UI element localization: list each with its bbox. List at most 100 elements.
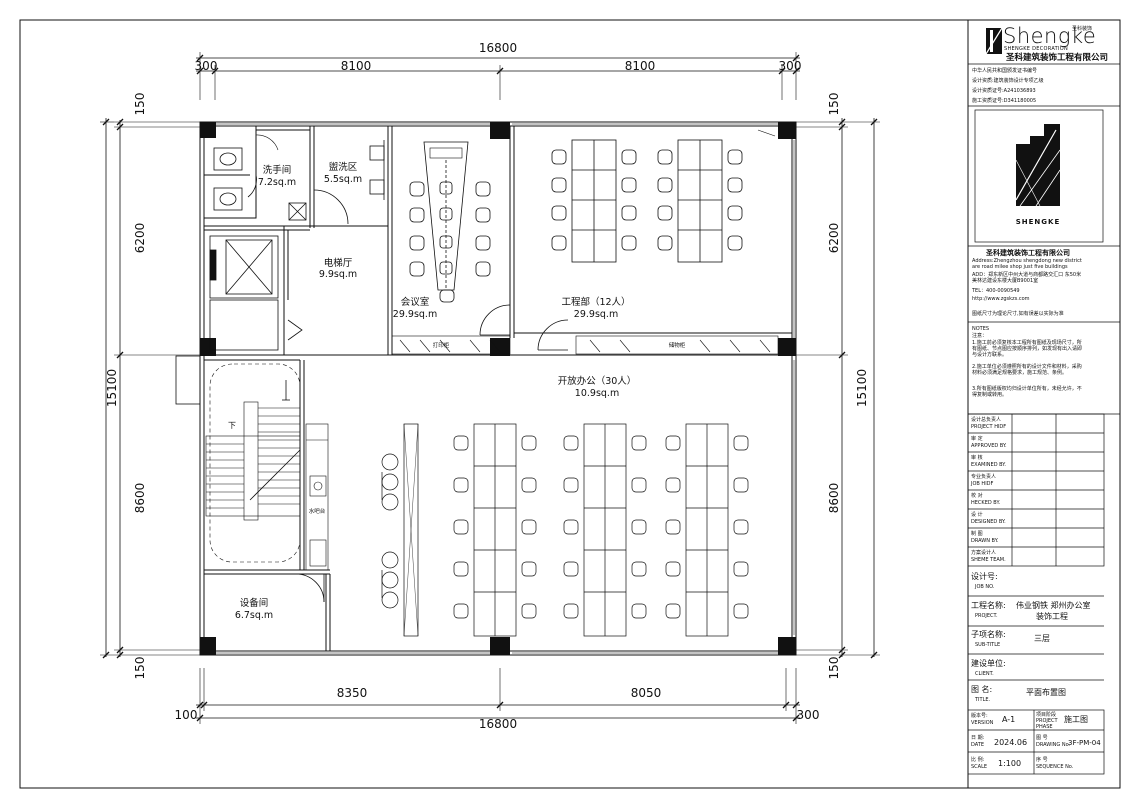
dim-left-3: 15100 — [105, 369, 119, 407]
design-no-label: 设计号: — [971, 572, 998, 581]
dim-bottom-3: 8050 — [631, 686, 662, 700]
date-en: DATE — [971, 742, 985, 748]
sign-row-cn: 设 计 — [971, 512, 983, 518]
room-restroom-name: 洗手间 — [263, 164, 292, 176]
dim-left-2: 6200 — [133, 223, 147, 254]
interior-walls — [203, 125, 792, 651]
dim-right-5: 150 — [827, 657, 841, 680]
shengke-logo-icon — [985, 27, 1003, 55]
dim-top-1: 300 — [195, 59, 218, 73]
room-equipment-name: 设备间 — [240, 597, 269, 609]
room-open-office-name: 开放办公（30人） — [558, 375, 637, 387]
room-washing-area: 5.5sq.m — [324, 174, 362, 185]
top-dimension — [196, 52, 800, 100]
phase-label: 项目阶段 — [1036, 712, 1057, 718]
sign-row-en: DESIGNED BY. — [971, 519, 1006, 525]
note-1: 1.施工前必须复核本工程所有图纸及现场尺寸，所有图纸、节点图应按顺序排列，如发现… — [972, 340, 1083, 358]
sign-row-cn: 专业负责人 — [971, 474, 997, 480]
note-2: 2.施工单位必须遵照所有的设计文件和材料，采购材料必须满足规格要求，施工规范、条… — [972, 364, 1082, 376]
drawing-title-en: TITLE. — [975, 697, 991, 703]
open-office-furniture — [381, 423, 749, 637]
sequence-en: SEQUENCE No. — [1036, 764, 1074, 770]
left-dimension — [100, 118, 200, 659]
engineering-furniture — [537, 129, 776, 351]
sign-row-en: SHEME TEAM. — [971, 557, 1006, 563]
drawing-no-value: 3F-PM-04 — [1068, 739, 1101, 747]
balcony — [175, 355, 201, 405]
address-cn: ADD：郑东新区中州大道与商都路交汇口 东50米美林达建设东楼大厦B9001室 — [972, 272, 1082, 284]
dim-top-2: 8100 — [341, 59, 372, 73]
sign-row-cn: 方案设计人 — [971, 550, 997, 556]
subtitle-en: SUB-TITLE — [975, 642, 1001, 648]
client-label: 建设单位: — [971, 659, 1006, 668]
dim-right-2: 6200 — [827, 223, 841, 254]
notes-subtitle: 注意： — [972, 333, 988, 339]
sign-row-cn: 审 定 — [971, 436, 983, 442]
room-washing-name: 盥洗区 — [329, 161, 358, 173]
dim-bottom-2: 8350 — [337, 686, 368, 700]
room-equipment-area: 6.7sq.m — [235, 610, 273, 621]
project-label: 工程名称: — [971, 601, 1006, 610]
dim-left-4: 8600 — [133, 483, 147, 514]
svg-text:SHENGKE: SHENGKE — [1016, 218, 1061, 226]
cert-line-1: 设计资质:建筑装饰设计专项乙级 — [972, 78, 1044, 84]
brand-subtitle: SHENGKE DECORATION — [1004, 46, 1069, 52]
date-value: 2024.06 — [994, 738, 1028, 747]
drawing-title-label: 图 名: — [971, 685, 993, 694]
company-name: 圣科建筑装饰工程有限公司 — [1006, 53, 1109, 63]
columns — [200, 122, 796, 655]
contact-company: 圣科建筑装饰工程有限公司 — [986, 249, 1070, 257]
toilet-fixtures — [213, 134, 385, 225]
label-cabinet-print: 打印柜 — [433, 341, 450, 349]
sheet-border — [19, 19, 1121, 789]
dim-bottom-total: 16800 — [479, 717, 517, 731]
project-en: PROJECT. — [975, 613, 998, 619]
room-engineering-name: 工程部（12人） — [561, 296, 630, 308]
sign-row-en: HECKED BY. — [971, 500, 1001, 506]
subtitle-label: 子项名称: — [971, 630, 1006, 639]
room-meeting-name: 会议室 — [401, 296, 430, 308]
design-no-en: JOB NO. — [975, 584, 995, 590]
dim-bottom-4: 300 — [797, 708, 820, 722]
contact-web: http://www.zgskzs.com — [972, 296, 1030, 302]
room-lobby-area: 9.9sq.m — [319, 269, 357, 280]
title-block-grid — [967, 63, 1120, 775]
dim-top-total: 16800 — [479, 41, 517, 55]
sign-row-cn: 校 对 — [971, 493, 983, 499]
contact-tel: TEL：400-0090549 — [972, 288, 1020, 294]
sign-row-cn: 制 图 — [971, 531, 983, 537]
dim-right-4: 8600 — [827, 483, 841, 514]
sign-row-en: DRAWN BY. — [971, 538, 999, 544]
version-en: VERSION — [971, 720, 994, 726]
project-value-1: 伟业钢铁 郑州办公室 — [1016, 601, 1091, 610]
scale-value: 1:100 — [998, 759, 1022, 768]
sign-row-cn: 设计总负责人 — [971, 417, 1002, 423]
room-open-office-area: 10.9sq.m — [575, 388, 619, 399]
staircase — [205, 363, 301, 563]
dim-right-1: 150 — [827, 93, 841, 116]
bottom-dimension — [196, 668, 800, 724]
drawing-no-label: 图 号 — [1036, 735, 1048, 741]
version-value: A-1 — [1002, 715, 1016, 724]
sequence-label: 序 号 — [1036, 757, 1048, 763]
label-water-bar: 水吧台 — [309, 507, 326, 515]
note-3: 3.所有图纸版权均归设计单位所有，未经允许，不得复制或转用。 — [972, 386, 1082, 398]
brand-name: Shengke — [1003, 24, 1097, 48]
sign-row-en: APPROVED BY. — [971, 443, 1007, 449]
drawing-no-en: DRAWING No. — [1036, 742, 1071, 748]
client-en: CLIENT. — [975, 671, 994, 677]
address-en: Address:Zhengzhou shengdong new district… — [972, 258, 1082, 270]
phase-value: 施工图 — [1064, 715, 1088, 724]
meeting-room-furniture — [409, 141, 511, 336]
dimension-note: 图纸尺寸为理论尺寸,如有误差以实际为准 — [972, 311, 1064, 317]
room-meeting-area: 29.9sq.m — [393, 309, 437, 320]
outer-walls — [199, 121, 797, 656]
sign-row-en: PROJECT HIDF — [971, 424, 1007, 430]
scale-label: 比 例: — [971, 757, 985, 763]
cabinets — [391, 335, 779, 355]
equipment-door — [295, 573, 325, 603]
dimension-texts: 16800 300 8100 8100 300 100 8350 8050 30… — [105, 41, 869, 731]
project-value-2: 装饰工程 — [1036, 612, 1068, 621]
label-stair-down: 下 — [228, 421, 236, 430]
